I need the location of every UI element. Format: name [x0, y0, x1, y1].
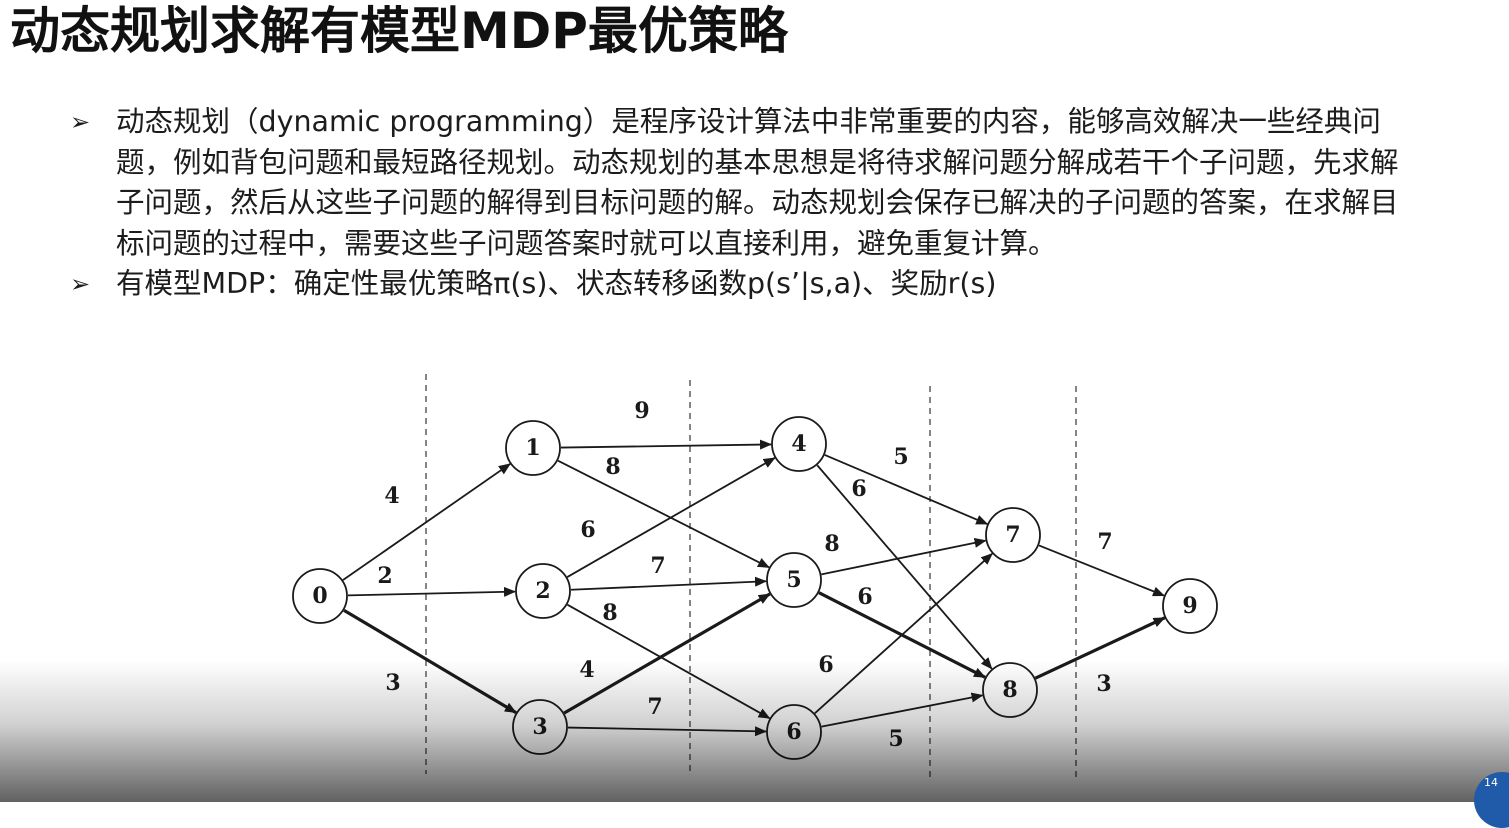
node-label: 1: [525, 435, 540, 461]
edge-2-to-5: [570, 576, 768, 591]
edge-weight-6-8: 5: [888, 726, 903, 752]
graph-node-6: 6: [766, 704, 822, 760]
graph-node-8: 8: [982, 662, 1038, 718]
edge-weight-5-8: 6: [857, 584, 872, 610]
node-label: 4: [791, 431, 806, 457]
graph-node-1: 1: [505, 420, 561, 476]
node-circle: [985, 507, 1041, 563]
graph-node-5: 5: [766, 552, 822, 608]
edge-weight-7-9: 7: [1097, 529, 1112, 555]
edge-weight-8-9: 3: [1096, 671, 1111, 697]
edge-weight-0-2: 2: [377, 563, 392, 589]
slide-title: 动态规划求解有模型MDP最优策略: [10, 2, 788, 60]
edge-2-to-4: [566, 457, 776, 578]
bullet-arrow-icon: ➢: [70, 270, 91, 298]
edge-0-to-3: [343, 608, 517, 715]
graph-node-0: 0: [292, 568, 348, 624]
edge-weight-2-5: 7: [650, 553, 665, 579]
node-circle: [766, 552, 822, 608]
edge-3-to-5: [563, 592, 771, 715]
edge-4-to-8: [816, 464, 993, 670]
node-circle: [771, 416, 827, 472]
edge-5-to-7: [821, 537, 987, 576]
node-label: 6: [786, 719, 801, 745]
node-label: 8: [1002, 677, 1017, 703]
graph-node-4: 4: [771, 416, 827, 472]
node-label: 3: [532, 714, 547, 740]
shortest-path-graph: 4 2 3 9 8 6 7 8 4 7 5 6 8 6 6 5 7 3 0 1 2 3 4 5 6 7 8 9: [292, 374, 1218, 780]
edge-6-to-7: [814, 553, 993, 714]
graph-node-2: 2: [515, 563, 571, 619]
edge-weight-4-8: 6: [851, 476, 866, 502]
bullet-text: 有模型MDP：确定性最优策略π(s)、状态转移函数p(s’|s,a)、奖励r(s…: [116, 267, 997, 300]
bullet-arrow-icon: ➢: [70, 108, 91, 136]
edge-weight-0-1: 4: [384, 483, 399, 509]
edge-weight-3-6: 7: [647, 694, 662, 720]
bullet-item-model-mdp: ➢ 有模型MDP：确定性最优策略π(s)、状态转移函数p(s’|s,a)、奖励r…: [70, 264, 1400, 305]
edge-1-to-4: [560, 439, 773, 450]
edge-weight-2-4: 6: [580, 517, 595, 543]
node-circle: [292, 568, 348, 624]
node-label: 7: [1005, 522, 1020, 548]
edge-1-to-5: [557, 459, 770, 569]
edge-weight-2-6: 8: [602, 600, 617, 626]
edge-weight-6-7: 6: [818, 652, 833, 678]
bullet-text: 动态规划（dynamic programming）是程序设计算法中非常重要的内容…: [116, 105, 1399, 260]
graph-node-9: 9: [1162, 578, 1218, 634]
edge-weight-0-3: 3: [385, 670, 400, 696]
edge-weight-4-7: 5: [893, 444, 908, 470]
bullet-list: ➢ 动态规划（dynamic programming）是程序设计算法中非常重要的…: [70, 102, 1400, 305]
bullet-item-dynamic-programming: ➢ 动态规划（dynamic programming）是程序设计算法中非常重要的…: [70, 102, 1400, 264]
node-label: 9: [1182, 593, 1197, 619]
node-label: 2: [535, 578, 550, 604]
node-circle: [515, 563, 571, 619]
edge-0-to-2: [347, 586, 517, 597]
graph-node-3: 3: [512, 699, 568, 755]
graph-node-7: 7: [985, 507, 1041, 563]
edge-2-to-6: [566, 603, 771, 720]
edge-7-to-9: [1038, 544, 1165, 597]
edge-weight-1-4: 9: [634, 398, 649, 424]
edge-6-to-8: [821, 692, 984, 728]
edge-0-to-1: [342, 463, 511, 581]
edge-8-to-9: [1034, 616, 1166, 680]
edge-4-to-7: [824, 454, 989, 525]
edge-weight-3-5: 4: [579, 657, 594, 683]
edge-weight-1-5: 8: [605, 454, 620, 480]
node-circle: [505, 420, 561, 476]
edges-layer: 4 2 3 9 8 6 7 8 4 7 5 6 8 6 6 5 7 3: [342, 398, 1166, 752]
edge-weight-5-7: 8: [824, 531, 839, 557]
edge-3-to-6: [567, 726, 768, 737]
node-label: 0: [312, 583, 327, 609]
node-circle: [1162, 578, 1218, 634]
node-label: 5: [786, 567, 801, 593]
